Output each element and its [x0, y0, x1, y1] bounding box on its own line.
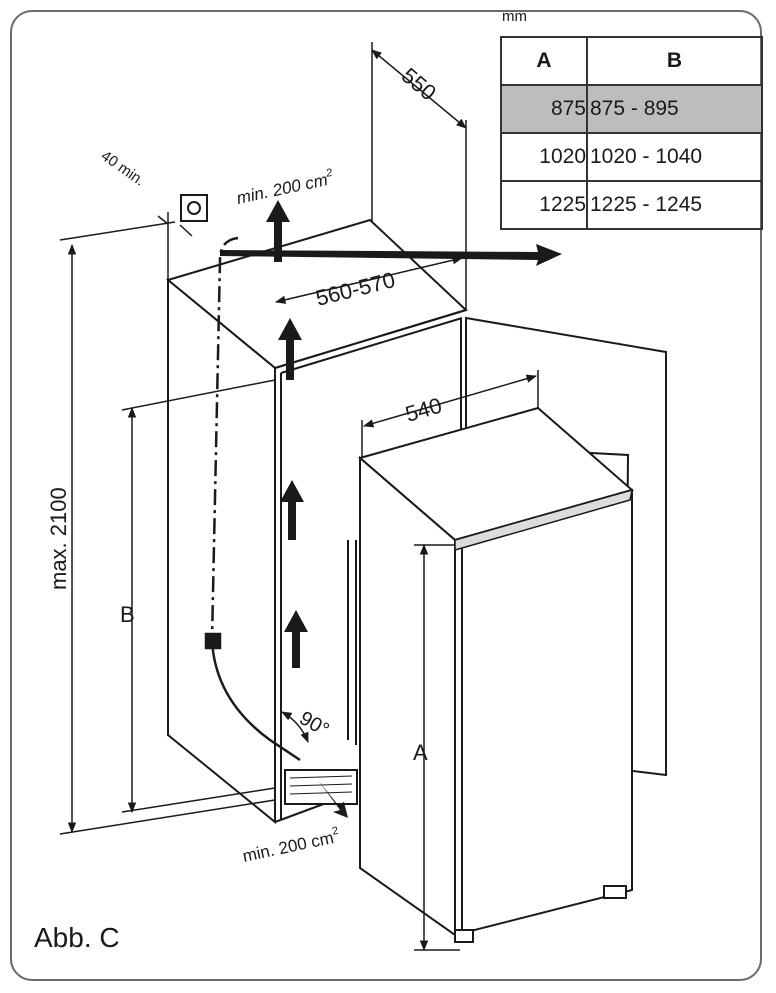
niche-height-label: B: [120, 602, 135, 627]
table-cell-a: 1020: [500, 132, 588, 182]
angle-label: 90°: [296, 707, 333, 741]
table-header-row: A B: [500, 36, 763, 86]
vent-bottom-label: min. 200 cm2: [240, 825, 341, 866]
table-row: 1225 1225 - 1245: [500, 180, 763, 230]
figure-frame: [10, 10, 762, 981]
power-cable: [204, 236, 301, 762]
appliance-body: [347, 406, 635, 943]
vent-bottom-text: min. 200 cm: [241, 828, 336, 866]
figure-caption: Abb. C: [34, 922, 120, 953]
vent-top-label: min. 200 cm2: [234, 167, 335, 208]
table-cell-b: 1020 - 1040: [586, 132, 763, 182]
table-row: 1020 1020 - 1040: [500, 132, 763, 182]
table-cell-b: 1225 - 1245: [586, 180, 763, 230]
socket-icon: [180, 194, 208, 222]
table-header-b: B: [586, 36, 763, 86]
airflow-arrows: [220, 200, 562, 818]
table-header-a: A: [500, 36, 588, 86]
socket-gap-label: 40 min.: [98, 147, 148, 189]
dimension-table: A B 875 875 - 895 1020 1020 - 1040 1225 …: [500, 36, 763, 230]
unit-label: mm: [502, 8, 527, 25]
vent-top-superscript: 2: [324, 167, 333, 180]
table-cell-b: 875 - 895: [586, 84, 763, 134]
appliance-width-label: 540: [402, 393, 444, 427]
vent-top-text: min. 200 cm: [235, 170, 330, 208]
appliance-height-label: A: [413, 740, 428, 765]
table-cell-a: 875: [500, 84, 588, 134]
table-cell-a: 1225: [500, 180, 588, 230]
depth-label: 550: [397, 63, 441, 106]
max-height-label: max. 2100: [46, 487, 71, 590]
dimension-lines: [59, 42, 539, 952]
vent-bottom-superscript: 2: [331, 825, 339, 838]
table-row: 875 875 - 895: [500, 84, 763, 134]
